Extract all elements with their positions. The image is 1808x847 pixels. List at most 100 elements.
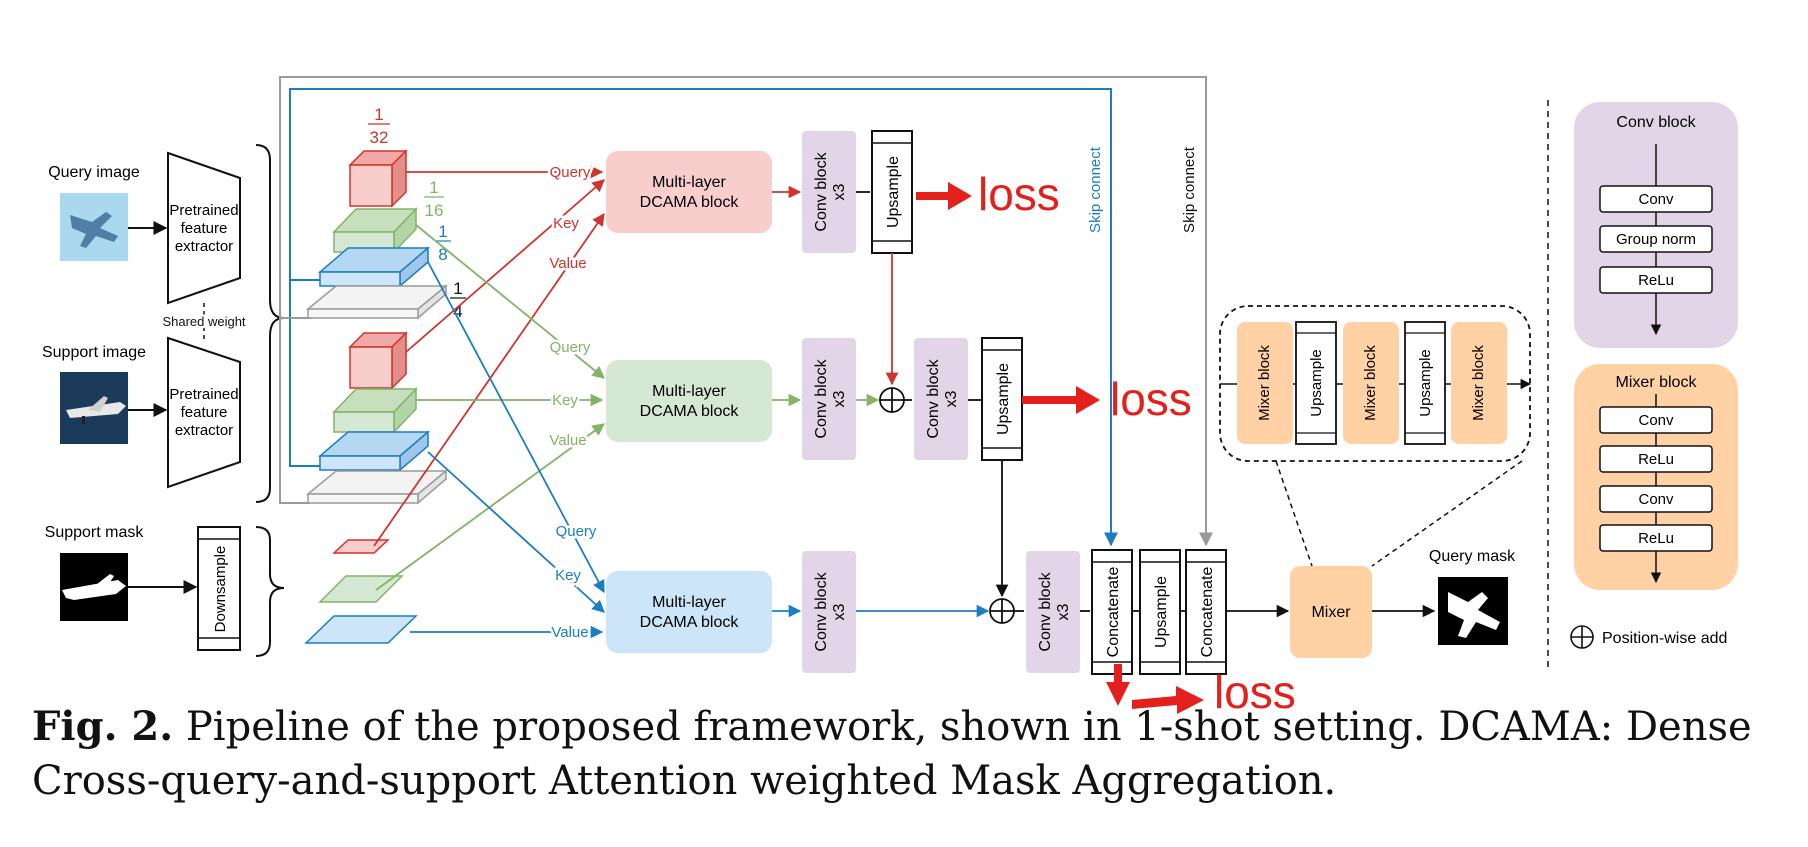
support-mask-label: Support mask <box>45 524 145 541</box>
svg-text:Concatenate: Concatenate <box>1105 567 1122 658</box>
red-key-arrow <box>405 179 605 353</box>
blue-value-label: Value <box>551 624 588 641</box>
svg-text:Multi-layer: Multi-layer <box>652 594 726 611</box>
svg-text:Mixer: Mixer <box>1311 604 1351 621</box>
green-value-arrow <box>375 423 606 591</box>
svg-text:ReLu: ReLu <box>1638 451 1674 468</box>
mixer-detail-panel: Mixer block Upsample Mixer block Upsampl… <box>1219 305 1532 462</box>
conv-block-bottom: Conv block x3 <box>1026 551 1080 673</box>
support-feature-1-32 <box>348 331 408 390</box>
svg-text:ReLu: ReLu <box>1638 272 1674 289</box>
svg-text:loss: loss <box>978 168 1060 220</box>
red-value-arrow <box>373 212 605 547</box>
svg-text:Pretrained: Pretrained <box>169 386 238 403</box>
support-feature-1-16 <box>332 387 418 434</box>
legend-position-add: Position-wise add <box>1570 625 1727 649</box>
support-feature-extractor: Pretrained feature extractor <box>167 336 241 489</box>
fraction-1-4: 1 4 <box>450 279 466 321</box>
support-image-label: Support image <box>42 344 146 361</box>
loss-top: loss <box>916 168 1060 220</box>
fraction-1-32: 1 32 <box>368 105 390 147</box>
svg-text:x3: x3 <box>943 390 960 407</box>
svg-text:Group norm: Group norm <box>1616 231 1696 248</box>
red-key-label: Key <box>553 215 579 232</box>
fraction-1-16: 1 16 <box>424 178 444 220</box>
position-add-green <box>879 387 905 413</box>
svg-text:Downsample: Downsample <box>212 546 229 633</box>
svg-text:extractor: extractor <box>175 238 233 255</box>
downsample-block: Downsample <box>197 526 241 651</box>
mask-brace <box>255 526 285 657</box>
svg-text:Conv block: Conv block <box>813 571 830 651</box>
svg-text:DCAMA block: DCAMA block <box>640 403 740 420</box>
support-mask-thumbnail <box>60 553 128 621</box>
svg-text:8: 8 <box>438 245 447 264</box>
dcama-block-green: Multi-layer DCAMA block <box>606 360 772 442</box>
svg-text:DCAMA block: DCAMA block <box>640 194 740 211</box>
mask-feature-1-8 <box>304 615 418 644</box>
svg-text:Conv block: Conv block <box>1037 571 1054 651</box>
query-mask-label: Query mask <box>1429 548 1516 565</box>
shared-weight-label: Shared weight <box>162 314 245 329</box>
blue-query-arrow <box>427 261 605 594</box>
query-feature-1-8 <box>317 246 431 288</box>
blue-query-label: Query <box>556 523 597 540</box>
conv-block-green: Conv block x3 <box>802 338 856 460</box>
svg-text:Conv: Conv <box>1638 412 1674 429</box>
mask-feature-1-16 <box>318 575 404 603</box>
green-query-label: Query <box>550 339 591 356</box>
dcama-block-blue: Multi-layer DCAMA block <box>606 571 772 653</box>
query-feature-1-32 <box>348 149 408 208</box>
svg-text:1: 1 <box>453 279 462 298</box>
upsample-middle: Upsample <box>981 337 1023 461</box>
fraction-1-8: 1 8 <box>435 222 451 264</box>
svg-text:x3: x3 <box>1055 603 1072 620</box>
green-query-arrow <box>415 224 605 379</box>
support-image-thumbnail <box>60 372 128 444</box>
query-feature-1-16 <box>332 207 418 254</box>
svg-text:Upsample: Upsample <box>1417 349 1434 417</box>
skip-connect-gray-label: Skip connect <box>1181 146 1198 233</box>
svg-text:Conv: Conv <box>1638 491 1674 508</box>
svg-text:16: 16 <box>425 201 444 220</box>
svg-text:ReLu: ReLu <box>1638 530 1674 547</box>
svg-text:Mixer block: Mixer block <box>1362 345 1379 421</box>
upsample-red: Upsample <box>871 130 913 254</box>
figure-caption-text: Pipeline of the proposed framework, show… <box>32 704 1752 804</box>
svg-text:feature: feature <box>181 220 228 237</box>
mixer-block: Mixer <box>1290 566 1372 658</box>
svg-text:feature: feature <box>181 404 228 421</box>
skip-connect-blue-line <box>289 88 1118 547</box>
loss-bottom: loss <box>1106 664 1296 718</box>
svg-text:Conv block: Conv block <box>813 151 830 231</box>
svg-text:Upsample: Upsample <box>885 156 902 228</box>
svg-text:Mixer block: Mixer block <box>1470 345 1487 421</box>
svg-text:Mixer block: Mixer block <box>1256 345 1273 421</box>
svg-text:Conv block: Conv block <box>813 358 830 438</box>
loss-middle: loss <box>1022 373 1192 425</box>
svg-text:loss: loss <box>1214 666 1296 718</box>
legend-conv-block: Conv block Conv Group norm ReLu <box>1574 102 1738 348</box>
svg-text:Conv: Conv <box>1638 191 1674 208</box>
green-key-label: Key <box>552 392 578 409</box>
svg-text:1: 1 <box>438 222 447 241</box>
svg-text:Upsample: Upsample <box>995 363 1012 435</box>
svg-text:Upsample: Upsample <box>1153 576 1170 648</box>
svg-text:Pretrained: Pretrained <box>169 202 238 219</box>
conv-block-middle: Conv block x3 <box>914 338 968 460</box>
mask-feature-1-32 <box>332 539 390 554</box>
svg-text:Position-wise add: Position-wise add <box>1602 630 1727 647</box>
concatenate-2: Concatenate <box>1185 549 1227 675</box>
svg-text:Mixer block: Mixer block <box>1616 374 1698 391</box>
svg-text:x3: x3 <box>831 390 848 407</box>
svg-text:DCAMA block: DCAMA block <box>640 614 740 631</box>
legend-mixer-block: Mixer block Conv ReLu Conv ReLu <box>1574 364 1738 590</box>
svg-text:4: 4 <box>453 302 462 321</box>
position-add-blue <box>989 598 1015 624</box>
figure-caption: Fig. 2. Pipeline of the proposed framewo… <box>32 700 1792 808</box>
skip-connect-gray-line <box>279 76 1213 547</box>
blue-key-arrow <box>427 451 605 613</box>
upsample-bottom: Upsample <box>1139 549 1181 675</box>
svg-text:loss: loss <box>1110 373 1192 425</box>
